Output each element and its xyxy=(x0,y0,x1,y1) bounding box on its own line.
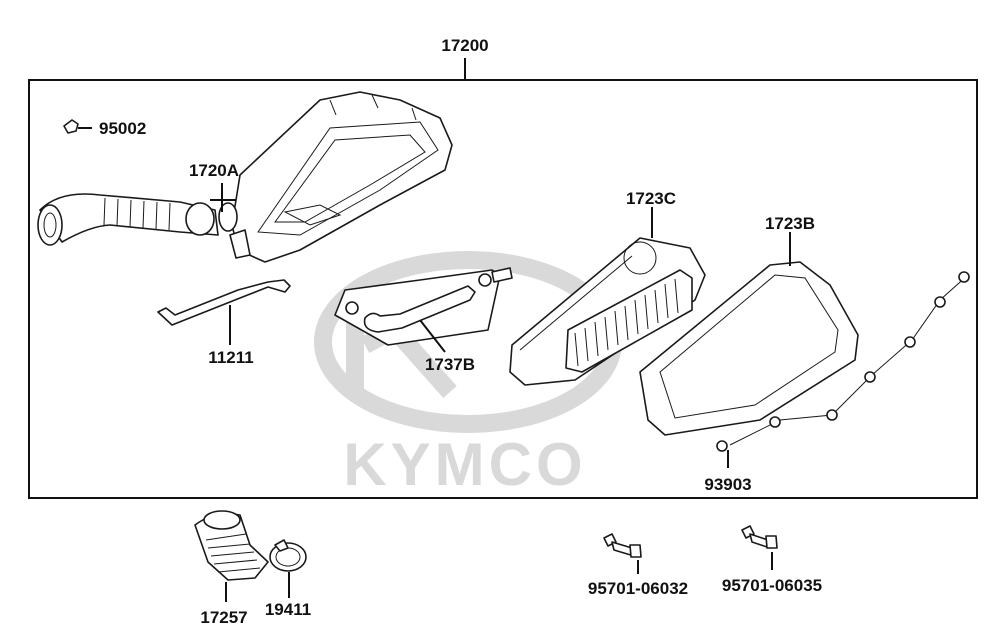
part-1723B-air-cleaner-cover[interactable] xyxy=(639,232,859,436)
label-19411: 19411 xyxy=(265,600,311,619)
part-95701-06035-bolt[interactable] xyxy=(741,525,778,570)
watermark-text: KYMCO xyxy=(343,431,586,498)
label-95002: 95002 xyxy=(99,119,146,138)
part-1737B-drain-tube[interactable] xyxy=(334,267,513,353)
label-95701-06035: 95701-06035 xyxy=(722,576,822,595)
label-1737B: 1737B xyxy=(425,355,475,374)
part-1720A-intake-duct[interactable] xyxy=(37,183,236,246)
label-95701-06032: 95701-06032 xyxy=(588,579,688,598)
part-11211-hose[interactable] xyxy=(157,279,291,345)
assembly-part-number: 17200 xyxy=(441,36,488,55)
label-1723C: 1723C xyxy=(626,189,676,208)
part-17257-connecting-duct[interactable] xyxy=(194,510,269,602)
part-95002-clip[interactable] xyxy=(63,119,92,134)
label-11211: 11211 xyxy=(208,348,253,367)
label-17257: 17257 xyxy=(200,608,247,627)
label-1723B: 1723B xyxy=(765,214,815,233)
part-1723C-air-filter-element[interactable] xyxy=(509,207,706,386)
part-air-cleaner-case[interactable] xyxy=(218,91,453,263)
part-95701-06032-bolt[interactable] xyxy=(603,533,642,574)
part-93903-screw-set[interactable] xyxy=(716,271,970,468)
label-93903: 93903 xyxy=(704,475,751,494)
part-19411-hose-clamp[interactable] xyxy=(269,539,307,598)
label-1720A: 1720A xyxy=(189,161,239,180)
assembly-frame xyxy=(28,79,978,499)
